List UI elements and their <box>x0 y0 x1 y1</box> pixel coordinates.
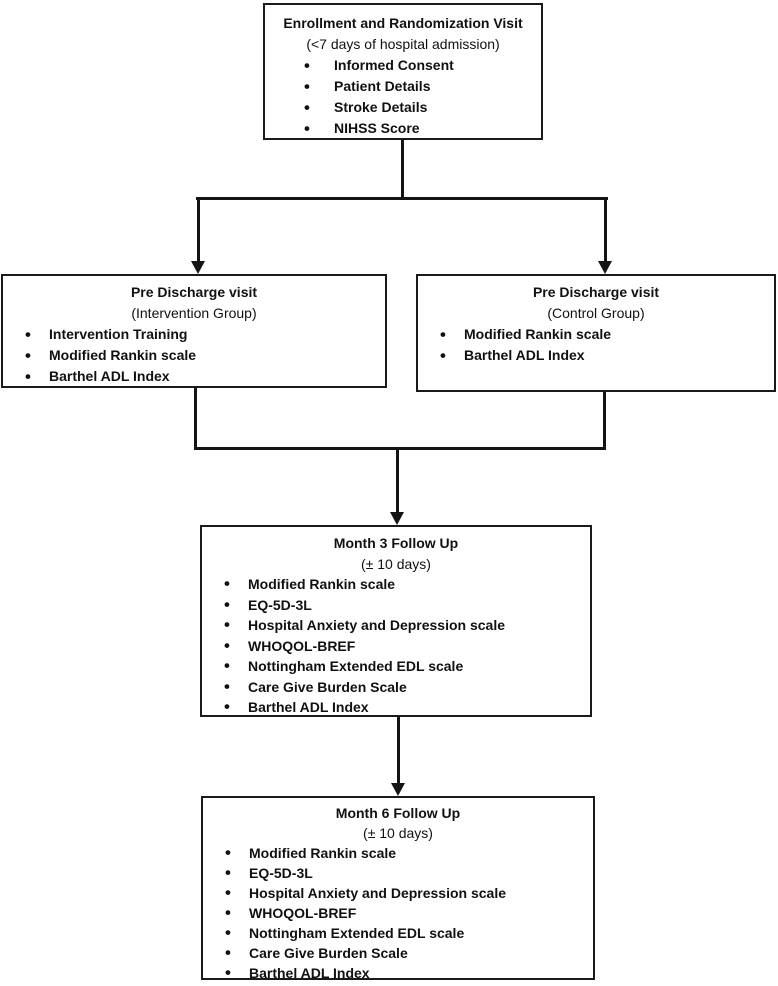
arrowhead-to-month3-icon <box>390 512 404 525</box>
month6-subtitle: (± 10 days) <box>363 825 433 841</box>
connector-intervention-drop <box>194 388 197 450</box>
arrowhead-to-intervention-icon <box>191 261 205 274</box>
bullet-item: Informed Consent <box>265 55 541 76</box>
enrollment-box: Enrollment and Randomization Visit (<7 d… <box>263 3 543 140</box>
control-bullet-list: Modified Rankin scaleBarthel ADL Index <box>418 324 774 366</box>
bullet-item: Care Give Burden Scale <box>202 677 590 698</box>
month6-bullet-list: Modified Rankin scaleEQ-5D-3LHospital An… <box>203 843 593 983</box>
bullet-item: Modified Rankin scale <box>203 843 593 863</box>
month6-followup-box: Month 6 Follow Up (± 10 days) Modified R… <box>201 796 595 983</box>
month3-title: Month 3 Follow Up <box>333 535 459 551</box>
control-subtitle: (Control Group) <box>547 305 645 321</box>
bullet-item: Barthel ADL Index <box>203 963 593 983</box>
connector-branch-line <box>196 197 608 200</box>
bullet-item: Barthel ADL Index <box>202 697 590 718</box>
connector-enrollment-stem <box>401 140 404 200</box>
connector-month3-stem <box>396 447 399 513</box>
month6-title: Month 6 Follow Up <box>335 805 461 821</box>
bullet-item: Modified Rankin scale <box>202 574 590 595</box>
bullet-item: Modified Rankin scale <box>418 324 774 345</box>
connector-month6-stem <box>397 717 400 784</box>
connector-right-branch-drop <box>604 197 607 261</box>
bullet-item: Care Give Burden Scale <box>203 943 593 963</box>
bullet-item: Stroke Details <box>265 97 541 118</box>
bullet-item: Modified Rankin scale <box>3 345 385 366</box>
pre-discharge-intervention-box: Pre Discharge visit (Intervention Group)… <box>1 274 387 388</box>
connector-control-drop <box>603 392 606 450</box>
month3-followup-box: Month 3 Follow Up (± 10 days) Modified R… <box>200 525 592 717</box>
bullet-item: Barthel ADL Index <box>3 366 385 387</box>
arrowhead-to-month6-icon <box>391 783 405 796</box>
bullet-item: Hospital Anxiety and Depression scale <box>203 883 593 903</box>
enrollment-title: Enrollment and Randomization Visit <box>283 15 523 31</box>
bullet-item: WHOQOL-BREF <box>202 636 590 657</box>
intervention-bullet-list: Intervention TrainingModified Rankin sca… <box>3 324 385 387</box>
bullet-item: Barthel ADL Index <box>418 345 774 366</box>
bullet-item: EQ-5D-3L <box>203 863 593 883</box>
intervention-subtitle: (Intervention Group) <box>131 305 257 321</box>
enrollment-subtitle: (<7 days of hospital admission) <box>306 36 500 52</box>
bullet-item: Nottingham Extended EDL scale <box>203 923 593 943</box>
bullet-item: WHOQOL-BREF <box>203 903 593 923</box>
intervention-title: Pre Discharge visit <box>130 284 258 300</box>
pre-discharge-control-box: Pre Discharge visit (Control Group) Modi… <box>416 274 776 392</box>
connector-merge-line <box>194 447 606 450</box>
bullet-item: EQ-5D-3L <box>202 595 590 616</box>
month3-bullet-list: Modified Rankin scaleEQ-5D-3LHospital An… <box>202 574 590 718</box>
enrollment-bullet-list: Informed ConsentPatient DetailsStroke De… <box>265 55 541 139</box>
month3-subtitle: (± 10 days) <box>361 555 431 572</box>
bullet-item: Nottingham Extended EDL scale <box>202 656 590 677</box>
bullet-item: NIHSS Score <box>265 118 541 139</box>
control-title: Pre Discharge visit <box>532 284 660 300</box>
bullet-item: Patient Details <box>265 76 541 97</box>
arrowhead-to-control-icon <box>598 261 612 274</box>
connector-left-branch-drop <box>197 197 200 261</box>
bullet-item: Hospital Anxiety and Depression scale <box>202 615 590 636</box>
bullet-item: Intervention Training <box>3 324 385 345</box>
